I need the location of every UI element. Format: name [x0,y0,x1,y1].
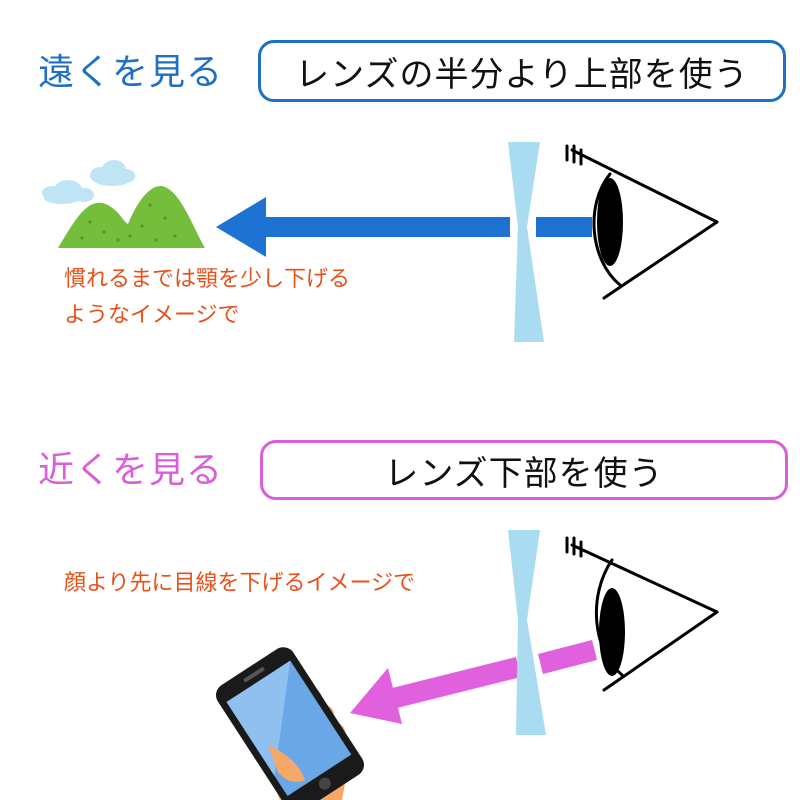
near-instruction-box: レンズ下部を使う [260,440,788,500]
far-note-line-2: ようなイメージで [64,303,240,328]
far-heading: 遠くを見る [38,52,224,93]
lens-icon [508,142,544,342]
far-note-line-1: 慣れるまでは顎を少し下げる [64,267,351,292]
near-heading: 近くを見る [38,450,224,491]
near-instruction-text: レンズ下部を使う [384,453,664,494]
mountain-icon [58,185,205,248]
smartphone-icon [216,647,364,800]
eye-icon [565,144,719,300]
far-sight-arrow [216,197,592,257]
cloud-icon [42,180,94,204]
cloud-icon [90,160,135,186]
far-instruction-box: レンズの半分より上部を使う [258,40,786,102]
thumb [268,745,305,782]
eye-icon [565,536,719,692]
far-instruction-text: レンズの半分より上部を使う [295,54,749,95]
near-sight-arrow [350,640,597,724]
far-note: 慣れるまでは顎を少し下げる ようなイメージで [64,262,350,334]
lens-icon [508,530,546,735]
near-note: 顔より先に目線を下げるイメージで [64,571,416,596]
